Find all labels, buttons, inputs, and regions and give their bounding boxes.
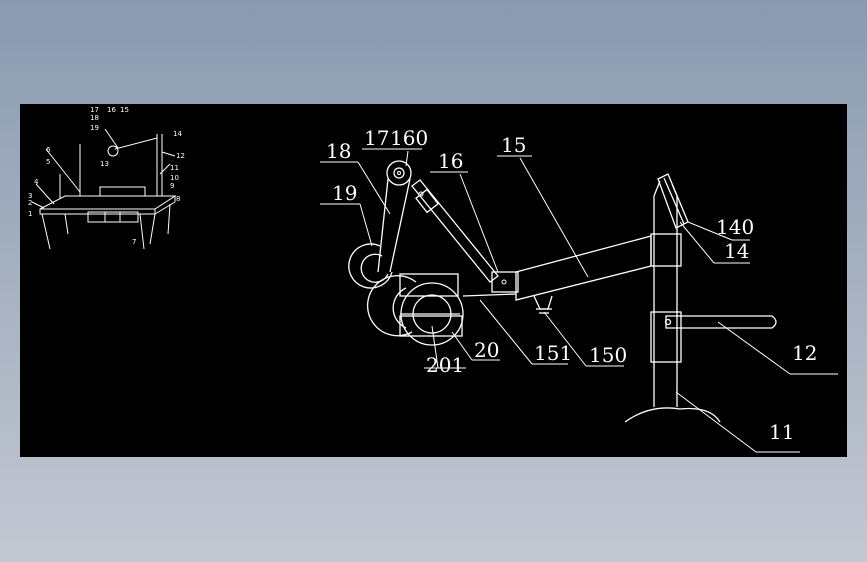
leader-201 — [431, 325, 439, 369]
wheel-guard — [399, 315, 463, 337]
leader-140 — [687, 221, 733, 241]
label-14: 14 — [724, 239, 749, 263]
label-15: 15 — [501, 133, 526, 157]
arm-end-pin — [501, 279, 507, 285]
mini-label: 1 — [28, 210, 32, 218]
label-19: 19 — [332, 181, 357, 205]
mini-label: 19 — [90, 124, 99, 132]
mini-label: 15 — [120, 106, 129, 114]
mini-label: 2 — [28, 199, 32, 207]
mini-box — [87, 211, 139, 223]
mini-label: 16 — [107, 106, 116, 114]
mini-box — [99, 186, 146, 197]
mini-label: 7 — [132, 238, 136, 246]
link-sleeve — [415, 188, 439, 214]
motor-box — [399, 273, 459, 297]
leader-12 — [717, 321, 791, 375]
mini-wheel — [107, 145, 119, 157]
ground-line — [624, 407, 721, 423]
leader-150 — [543, 311, 587, 367]
mini-label: 13 — [100, 160, 109, 168]
leader-20 — [451, 331, 473, 361]
mini-label: 4 — [34, 178, 39, 186]
label-20: 20 — [474, 338, 499, 362]
belt-right — [389, 178, 411, 273]
mechanism-drawing: 18 17 160 16 15 19 140 14 12 11 201 20 1… — [320, 126, 838, 453]
mini-arm — [114, 137, 158, 150]
mini-leg — [41, 213, 51, 250]
handle-pivot — [664, 318, 672, 326]
label-18: 18 — [326, 139, 351, 163]
label-17: 17 — [364, 126, 389, 150]
leader-14 — [679, 221, 715, 264]
lower-collar — [650, 311, 682, 363]
mini-label: 6 — [46, 146, 51, 154]
label-201: 201 — [426, 353, 464, 377]
mini-label: 14 — [173, 130, 182, 138]
mini-labels: 17 18 19 16 15 14 12 13 11 10 9 8 7 6 5 … — [28, 106, 185, 246]
link-rod — [411, 179, 499, 283]
mini-label: 10 — [170, 174, 179, 182]
outer-disc — [366, 275, 417, 337]
label-16: 16 — [438, 149, 463, 173]
mini-label: 8 — [176, 195, 180, 203]
label-150: 150 — [589, 343, 627, 367]
motor-shaft — [462, 293, 517, 297]
cad-viewport[interactable]: 17 18 19 16 15 14 12 13 11 10 9 8 7 6 5 … — [20, 104, 847, 457]
pulley-outer — [386, 160, 412, 186]
handle-bar — [665, 315, 777, 329]
overview-drawing: 17 18 19 16 15 14 12 13 11 10 9 8 7 6 5 … — [28, 106, 185, 250]
leader-11 — [675, 391, 757, 453]
label-11: 11 — [769, 420, 794, 444]
leader-151 — [479, 299, 533, 365]
label-140: 140 — [716, 215, 754, 239]
fitting-150 — [533, 295, 553, 310]
drawing-canvas: 17 18 19 16 15 14 12 13 11 10 9 8 7 6 5 … — [28, 106, 838, 453]
mini-label: 18 — [90, 114, 99, 122]
belt-left — [377, 178, 389, 273]
mini-label: 17 — [90, 106, 99, 114]
mini-label: 12 — [176, 152, 185, 160]
label-12: 12 — [792, 341, 817, 365]
lower-pulley — [348, 243, 393, 289]
main-arm — [515, 235, 652, 301]
pulley-inner — [393, 167, 405, 179]
arm-end-block — [491, 271, 519, 293]
mini-label: 11 — [170, 164, 179, 172]
column-top-cap — [657, 173, 689, 229]
mini-label: 3 — [28, 192, 32, 200]
label-151: 151 — [534, 341, 572, 365]
mini-label: 5 — [46, 158, 50, 166]
mini-label: 9 — [170, 182, 174, 190]
label-160: 160 — [390, 126, 428, 150]
link-pin — [418, 191, 424, 197]
